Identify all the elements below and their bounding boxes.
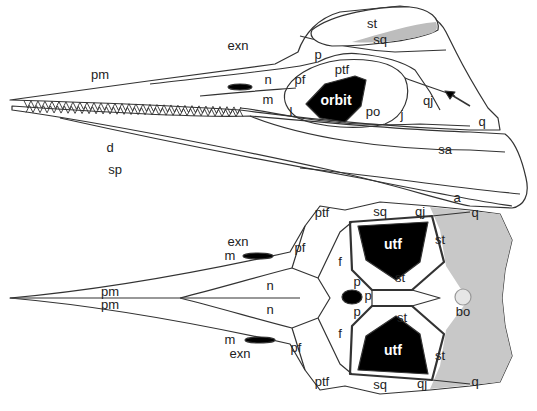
bone-label: ptf (334, 63, 350, 77)
bone-label: q (470, 206, 479, 220)
bone-label: p (313, 48, 322, 62)
bone-label: f (337, 327, 343, 341)
bone-label: qj (414, 205, 426, 219)
bone-label: p (352, 275, 361, 289)
bone-label: po (365, 105, 381, 119)
bone-label: exn (227, 235, 250, 249)
bone-label: pm (100, 285, 120, 299)
bone-label: pm (90, 68, 110, 82)
bone-label: n (265, 279, 274, 293)
bone-label: pf (294, 241, 307, 255)
bone-label: qj (422, 94, 434, 108)
bone-label: m (224, 333, 237, 347)
bone-label: orbit (319, 93, 352, 107)
bone-label: pf (294, 73, 307, 87)
bone-label: p (363, 289, 372, 303)
bone-label: p (352, 305, 361, 319)
bone-label: st (434, 349, 446, 363)
bone-label: ptf (314, 206, 330, 220)
bone-label: utf (383, 237, 403, 251)
bone-label: a (452, 191, 461, 205)
bone-label: f (337, 255, 343, 269)
bone-label: st (434, 233, 446, 247)
bone-label: sq (372, 33, 388, 47)
bone-label: exn (229, 347, 252, 361)
bone-label: pf (290, 341, 303, 355)
bone-label: sq (372, 205, 388, 219)
bone-label: m (262, 93, 275, 107)
bone-label: l (289, 105, 294, 119)
bone-label: utf (383, 343, 403, 357)
bone-label: n (263, 73, 272, 87)
bone-label: bo (455, 305, 471, 319)
bone-label: n (265, 303, 274, 317)
bone-label: st (396, 311, 408, 325)
bone-label: exn (227, 39, 250, 53)
bone-label: st (366, 17, 378, 31)
bone-label: q (470, 375, 479, 389)
bone-label: q (477, 115, 486, 129)
bone-label: d (105, 141, 114, 155)
bone-label: ptf (314, 375, 330, 389)
bone-label: qj (416, 377, 428, 391)
bone-label: sp (107, 163, 123, 177)
bone-label: sq (372, 378, 388, 392)
bone-label: m (224, 249, 237, 263)
bone-label: st (394, 271, 406, 285)
bone-label: pm (100, 298, 120, 312)
bone-label: j (400, 108, 405, 122)
bone-label: sa (437, 143, 453, 157)
